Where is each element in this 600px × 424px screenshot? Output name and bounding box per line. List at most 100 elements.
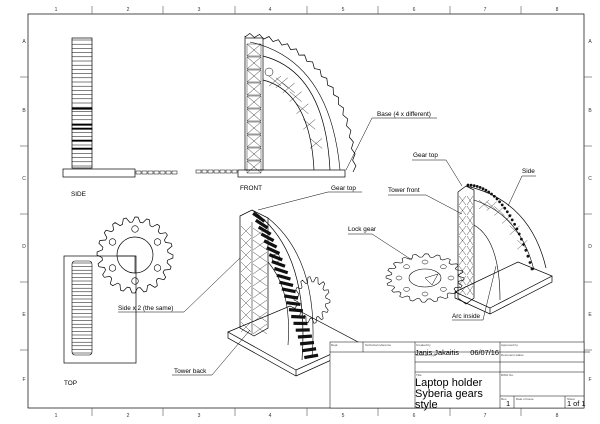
lattice-brace xyxy=(303,119,316,130)
hidden-edge xyxy=(135,170,142,175)
zone-labels-top: 1 2 3 4 5 6 7 8 xyxy=(55,7,559,13)
gear-tooth xyxy=(505,210,509,214)
callout-tower-back: Tower back xyxy=(172,329,251,376)
lattice-brace xyxy=(466,285,474,296)
lattice-brace xyxy=(252,263,268,275)
lattice-brace xyxy=(458,285,467,296)
gear-tooth xyxy=(492,194,496,198)
gear-tooth xyxy=(304,353,319,360)
gear-tooth xyxy=(299,340,315,346)
lattice-brace xyxy=(458,275,467,286)
label-rev: Rev. xyxy=(501,397,507,401)
zone-col-4: 4 xyxy=(269,413,272,419)
hidden-edge xyxy=(171,170,178,175)
title-line-3: style xyxy=(415,399,438,411)
gear-tooth xyxy=(515,227,519,231)
gear-hole xyxy=(447,275,455,281)
top-view-label: TOP xyxy=(64,380,77,387)
lattice-cell xyxy=(246,134,262,148)
lattice-brace xyxy=(240,273,252,285)
zone-col-1: 1 xyxy=(55,413,58,419)
zone-row-d: D xyxy=(588,244,592,250)
callout-tower-front-label: Tower front xyxy=(388,187,420,194)
lattice-brace xyxy=(466,225,474,236)
label-document-type: Document type xyxy=(416,353,437,357)
hidden-edge xyxy=(225,169,232,174)
lattice-brace xyxy=(282,82,295,94)
gear-tooth xyxy=(500,203,504,207)
gear-tooth xyxy=(466,183,470,187)
lattice-brace xyxy=(240,309,252,321)
zone-labels-right: A B C D E F xyxy=(588,39,592,383)
zone-row-c: C xyxy=(22,176,26,182)
gear-tooth xyxy=(263,239,278,249)
hidden-edge xyxy=(165,170,172,175)
lattice-brace xyxy=(252,287,268,299)
gear-tooth xyxy=(291,314,306,319)
hidden-edge xyxy=(231,169,238,174)
gear-tooth xyxy=(478,186,482,189)
gear-tooth xyxy=(503,206,507,210)
lattice-brace xyxy=(466,245,474,256)
lattice-brace xyxy=(458,215,467,226)
lattice-brace xyxy=(296,103,309,114)
lattice-brace xyxy=(252,275,268,287)
lattice-brace xyxy=(458,245,467,256)
callout-gear-top-center: Gear top xyxy=(257,185,362,211)
drawing-frame xyxy=(20,6,592,416)
top-view: TOP xyxy=(63,216,174,387)
gear-hole xyxy=(440,287,447,292)
zone-row-e: E xyxy=(588,312,592,318)
zone-col-3: 3 xyxy=(198,413,201,419)
label-dept: Dept. xyxy=(331,343,338,347)
gear-tooth xyxy=(257,225,272,236)
gear-tooth xyxy=(475,185,479,188)
hidden-edge xyxy=(207,169,214,174)
hidden-edge xyxy=(201,169,208,174)
callout-lock-gear: Lock gear xyxy=(348,226,413,261)
gear-tooth xyxy=(281,287,296,294)
lattice-brace xyxy=(246,134,262,148)
lattice-brace xyxy=(246,147,262,161)
gear-tooth xyxy=(293,321,308,326)
zone-col-1: 1 xyxy=(55,7,58,13)
lattice-brace xyxy=(517,240,528,250)
lattice-brace xyxy=(240,297,252,309)
lattice-brace xyxy=(240,285,252,297)
lattice-brace xyxy=(240,249,252,261)
zone-col-5: 5 xyxy=(342,7,345,13)
lattice-brace xyxy=(246,43,262,57)
gear-hole xyxy=(440,264,447,269)
iso-view-center xyxy=(227,209,359,377)
gear-tooth xyxy=(510,218,514,222)
lattice-brace xyxy=(246,160,262,174)
lattice-cell xyxy=(246,147,262,161)
gear-tooth xyxy=(487,190,491,194)
iso-view-right xyxy=(385,183,553,315)
lattice-cell xyxy=(246,160,262,174)
lattice-cell xyxy=(246,69,262,83)
gear-tooth xyxy=(268,253,283,262)
lattice-brace xyxy=(458,235,467,246)
side-view-label: SIDE xyxy=(71,191,86,198)
zone-col-6: 6 xyxy=(413,413,416,419)
lattice-brace xyxy=(458,255,467,266)
label-dwg-no: DWG No. xyxy=(501,373,514,377)
gear-hole xyxy=(421,291,429,297)
lattice-brace xyxy=(501,214,513,224)
label-document-status: Document status xyxy=(501,353,524,357)
lattice-brace xyxy=(466,205,474,216)
lattice-brace xyxy=(458,265,467,276)
gear-tooth xyxy=(283,294,299,300)
gear-tooth xyxy=(254,218,269,230)
label-technical-reference: Technical reference xyxy=(365,343,391,347)
gear-tooth xyxy=(530,267,534,271)
gear-hole xyxy=(153,238,162,246)
lattice-brace xyxy=(289,91,302,102)
lattice-brace xyxy=(252,311,268,323)
gear-tooth xyxy=(260,232,275,243)
lattice-brace xyxy=(246,82,262,96)
callout-base: Base (4 x different) xyxy=(345,111,437,171)
gear-tooth-shade xyxy=(71,107,93,110)
